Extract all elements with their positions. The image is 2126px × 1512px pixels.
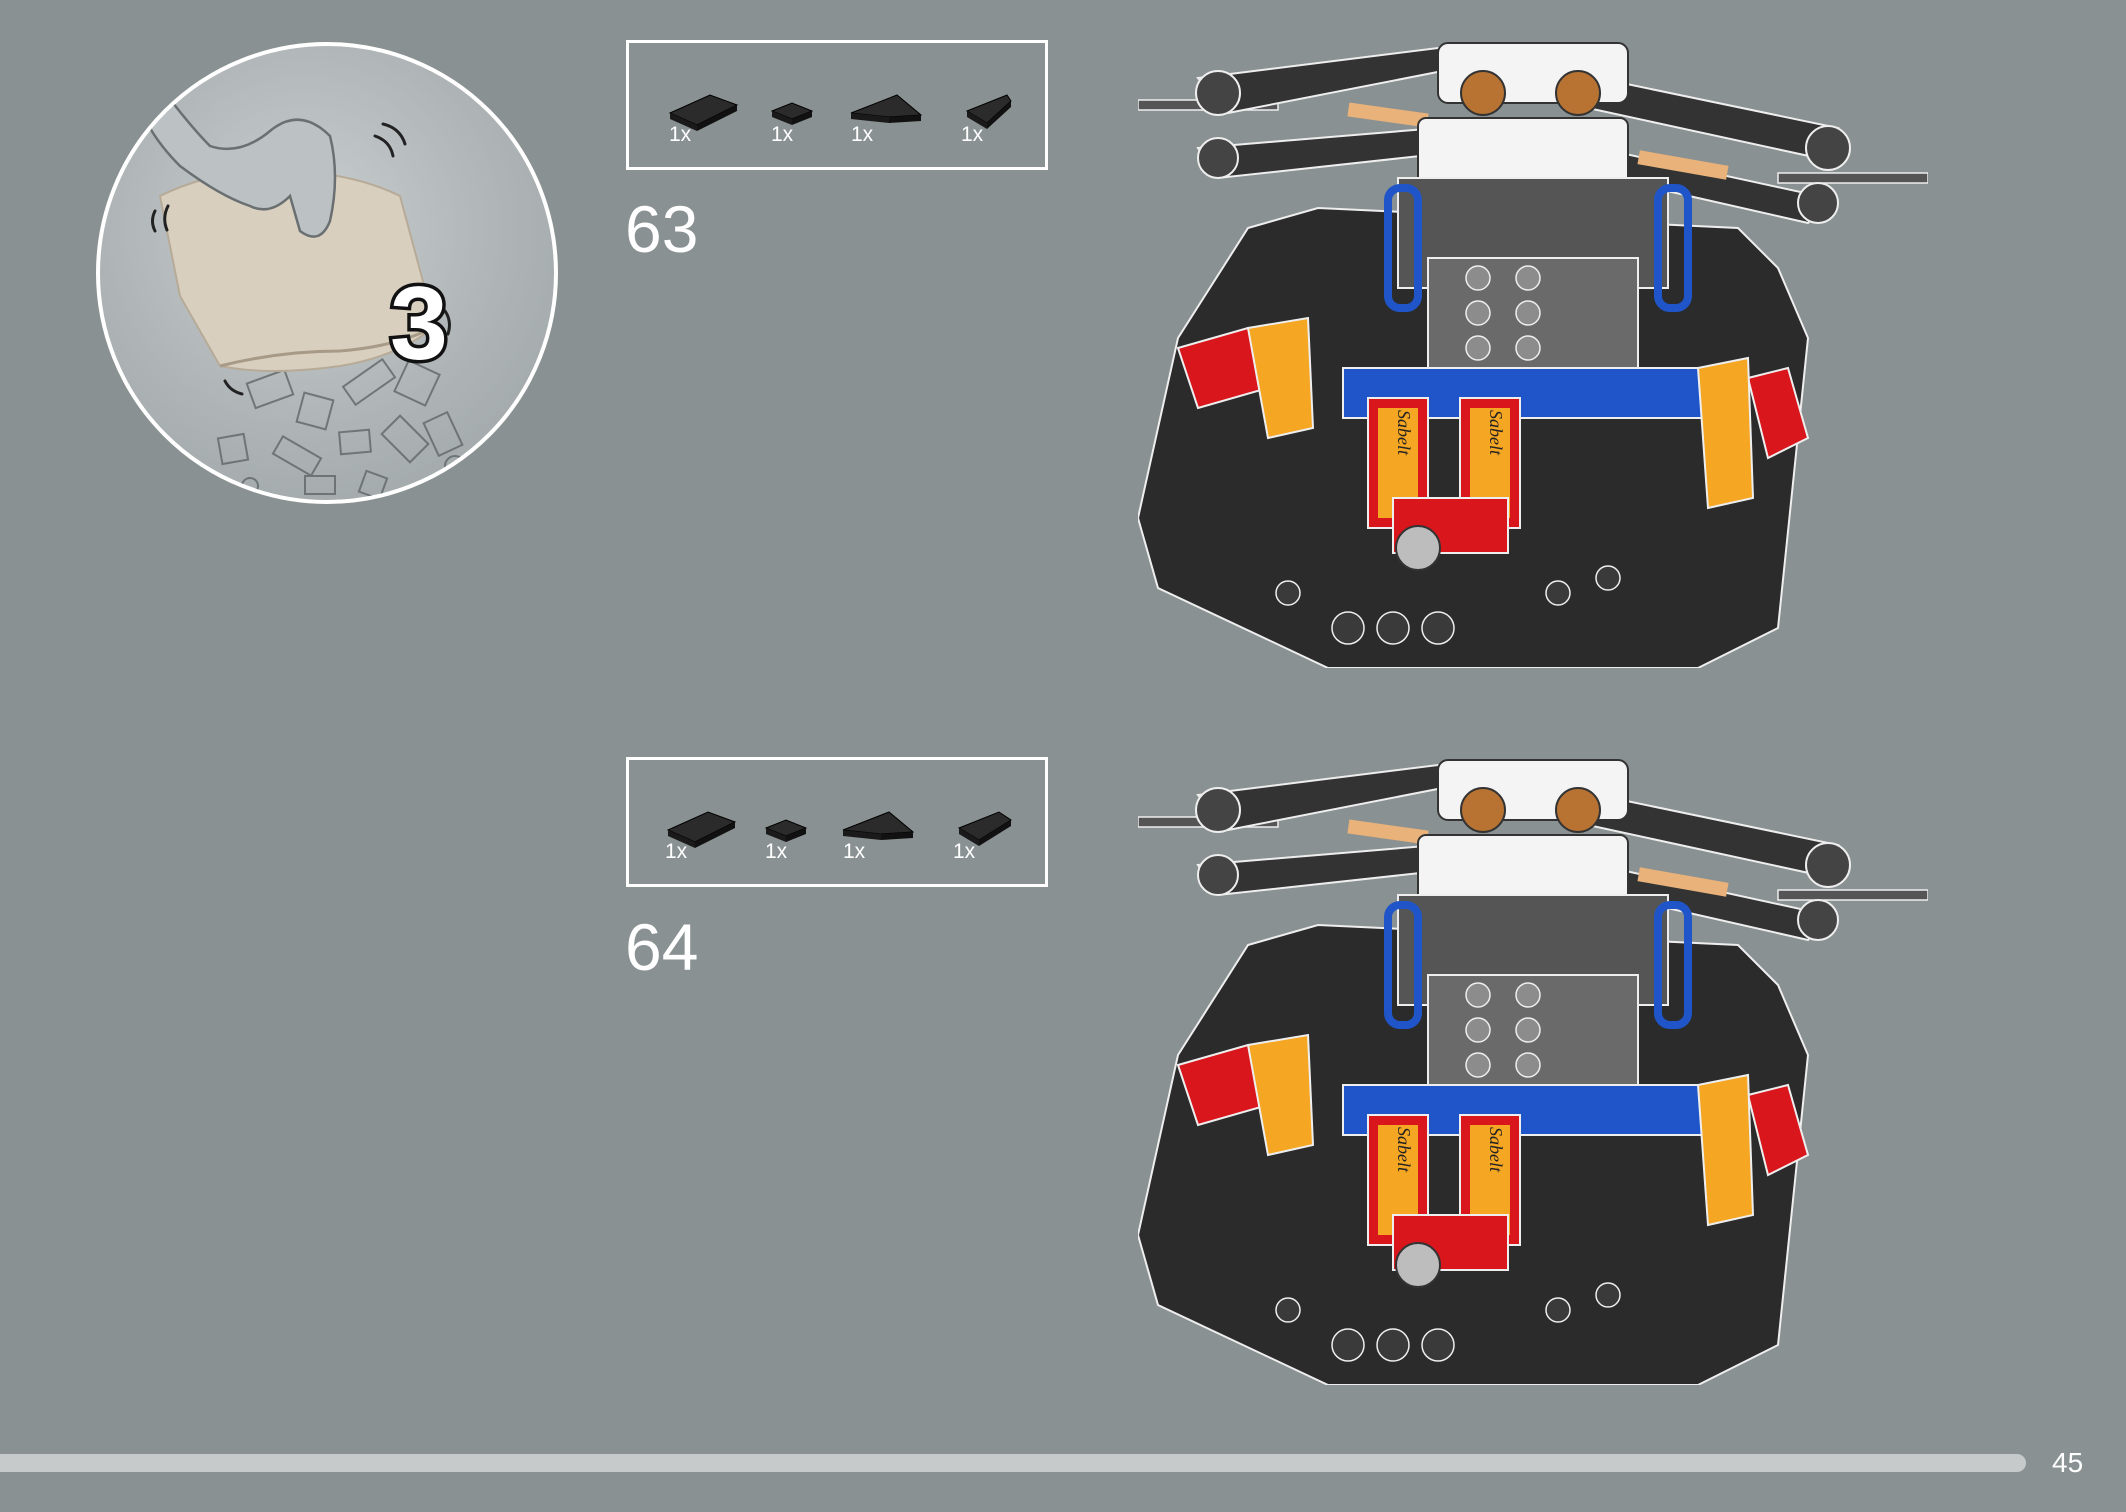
tile-curved-dark-grey-icon — [957, 811, 1012, 846]
hand-opening-bag-icon — [138, 84, 466, 500]
part-qty: 1x — [771, 123, 794, 146]
seatbelt-label: Sabelt — [1486, 1127, 1506, 1173]
bag-indicator: 3 — [96, 42, 558, 504]
part-qty: 1x — [669, 123, 692, 146]
part-qty: 1x — [843, 840, 866, 863]
wedge-plate-dark-grey-icon — [850, 94, 923, 123]
tile-1x1-dark-grey-icon — [764, 819, 808, 842]
parts-list-step-64: 1x 1x 1x 1x — [626, 757, 1048, 887]
part-qty: 1x — [961, 123, 984, 146]
page-number: 45 — [2052, 1447, 2084, 1478]
wedge-plate-dark-grey-icon — [842, 811, 915, 840]
step-number-63: 63 — [625, 192, 699, 266]
tile-1x1-dark-grey-icon — [770, 102, 814, 125]
seatbelt-label: Sabelt — [1394, 410, 1414, 456]
seatbelt-label: Sabelt — [1394, 1127, 1414, 1173]
part-qty: 1x — [765, 840, 788, 863]
model-illustration-step-63: Sabelt Sabelt — [1138, 42, 1928, 668]
tile-1x2-dark-grey-icon — [668, 94, 739, 131]
part-qty: 1x — [665, 840, 688, 863]
progress-bar — [0, 1454, 2026, 1472]
model-illustration-step-64: Sabelt Sabelt — [1138, 759, 1928, 1385]
bag-number: 3 — [387, 266, 452, 382]
tile-1x2-dark-grey-icon — [666, 811, 737, 848]
part-qty: 1x — [851, 123, 874, 146]
parts-list-step-63: 1x 1x 1x 1x — [626, 40, 1048, 170]
step-number-64: 64 — [625, 910, 699, 984]
tile-curved-dark-grey-icon — [965, 94, 1012, 129]
seatbelt-label: Sabelt — [1486, 410, 1506, 456]
part-qty: 1x — [953, 840, 976, 863]
